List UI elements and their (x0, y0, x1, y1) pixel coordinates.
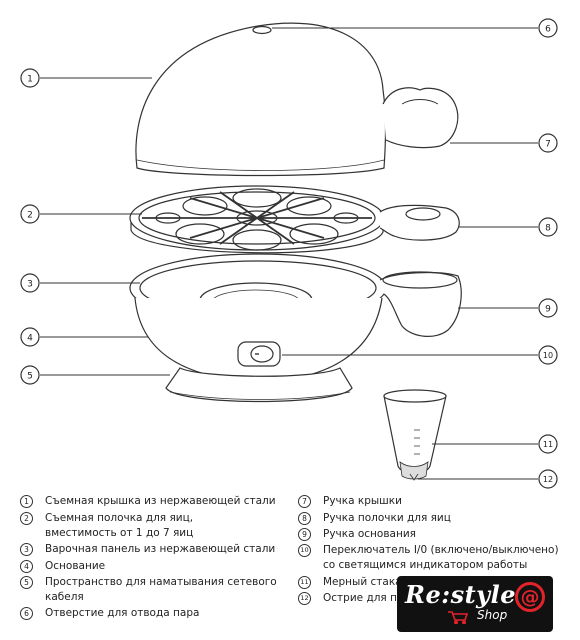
legend-number: 12 (298, 592, 311, 605)
legend-number: 7 (298, 495, 311, 508)
legend-item-6: 6 Отверстие для отвода пара (20, 606, 199, 621)
lid (135, 22, 386, 177)
legend-number: 1 (20, 495, 33, 508)
callout-12: 12 (538, 469, 558, 489)
measuring-cup (383, 389, 447, 481)
legend-number: 8 (298, 512, 311, 525)
callout-8: 8 (538, 217, 558, 237)
legend-number: 3 (20, 543, 33, 556)
legend-text: Ручка крышки (323, 495, 402, 507)
logo-sub: Shop (477, 608, 508, 622)
callout-7: 7 (538, 133, 558, 153)
base-handle (379, 271, 462, 337)
legend-text: Отверстие для отвода пара (45, 607, 200, 619)
egg-tray-handle (379, 204, 460, 241)
callout-11-number: 11 (543, 440, 553, 449)
steam-vent (252, 25, 272, 35)
legend-item-2: 2 Съемная полочка для яиц, вместимость о… (20, 511, 193, 541)
callout-3: 3 (20, 273, 40, 293)
cart-icon (448, 611, 469, 624)
legend-number: 2 (20, 512, 33, 525)
callout-4-number: 4 (27, 334, 33, 344)
callout-7-number: 7 (545, 140, 551, 150)
logo-brand: Re:style (405, 580, 517, 609)
legend-text: Ручка полочки для яиц (323, 512, 451, 524)
callout-4: 4 (20, 327, 40, 347)
legend-item-10: 10 Переключатель I/0 (включено/выключено… (298, 543, 559, 573)
callout-9-number: 9 (545, 305, 551, 315)
callout-2-number: 2 (27, 211, 33, 221)
legend-text: Съемная крышка из нержавеющей стали (45, 495, 276, 507)
lid-handle (382, 87, 459, 149)
legend-number: 9 (298, 528, 311, 541)
callout-10-number: 10 (543, 351, 553, 360)
callout-9: 9 (538, 298, 558, 318)
legend-text: Мерный стакан (323, 576, 409, 588)
callouts: 1 2 3 4 5 6 7 8 9 10 11 12 (20, 18, 558, 489)
callout-1-number: 1 (27, 75, 33, 85)
callout-5: 5 (20, 365, 40, 385)
legend-item-4: 4 Основание (20, 559, 105, 574)
legend-item-11: 11 Мерный стакан (298, 575, 408, 590)
legend-text: Переключатель I/0 (включено/выключено) с… (323, 544, 559, 571)
legend-number: 5 (20, 576, 33, 589)
legend-item-5: 5 Пространство для наматывания сетевого … (20, 575, 277, 605)
callout-6-number: 6 (545, 25, 551, 35)
legend-text: Съемная полочка для яиц, вместимость от … (45, 512, 194, 539)
callout-11: 11 (538, 434, 558, 454)
callout-10: 10 (538, 345, 558, 365)
callout-12-number: 12 (543, 475, 553, 484)
legend-number: 4 (20, 560, 33, 573)
logo-at-icon: @ (515, 582, 545, 612)
legend-item-9: 9 Ручка основания (298, 527, 416, 542)
callout-6: 6 (538, 18, 558, 38)
legend-text: Ручка основания (323, 528, 416, 540)
legend-number: 6 (20, 607, 33, 620)
restyle-shop-logo: Re:style Shop @ (397, 576, 553, 632)
legend-number: 10 (298, 544, 311, 557)
legend-number: 11 (298, 576, 311, 589)
egg-tray (129, 185, 385, 254)
legend-text: Пространство для наматывания сетевого ка… (45, 576, 277, 603)
legend-item-7: 7 Ручка крышки (298, 494, 402, 509)
legend-text: Варочная панель из нержавеющей стали (45, 543, 276, 555)
leader-lines (40, 27, 538, 480)
legend-item-1: 1 Съемная крышка из нержавеющей стали (20, 494, 276, 509)
power-switch (237, 341, 281, 367)
callout-1: 1 (20, 68, 40, 88)
callout-5-number: 5 (27, 372, 33, 382)
callout-8-number: 8 (545, 224, 551, 234)
callout-2: 2 (20, 204, 40, 224)
legend-item-3: 3 Варочная панель из нержавеющей стали (20, 542, 275, 557)
legend-item-8: 8 Ручка полочки для яиц (298, 511, 451, 526)
legend-left: 1 Съемная крышка из нержавеющей стали 2 … (20, 494, 290, 624)
callout-3-number: 3 (27, 280, 33, 290)
base (134, 297, 383, 403)
legend-text: Основание (45, 560, 106, 572)
